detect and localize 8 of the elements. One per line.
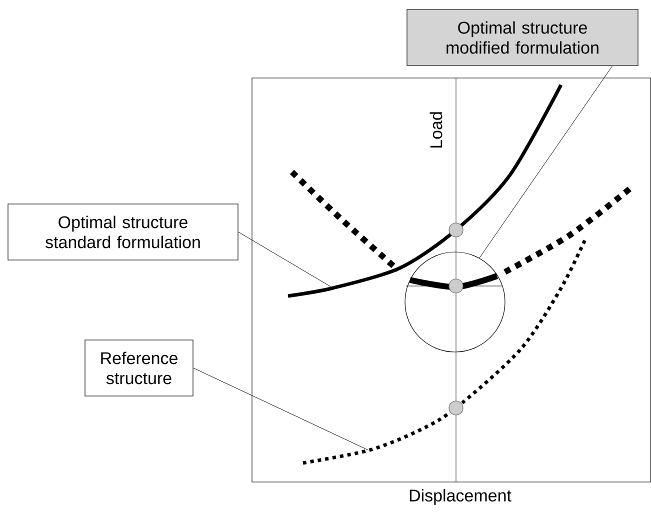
callout-box: Optimal structure standard formulation [8,204,238,260]
zoom-circle [404,252,506,352]
leader-line [193,368,368,450]
callout-box: Reference structure [84,340,194,396]
axis-label: Load [430,112,442,148]
callout-box: Optimal structure modified formulation [406,9,638,66]
leader-line [238,232,334,288]
axis-label: Displacement [410,489,512,505]
